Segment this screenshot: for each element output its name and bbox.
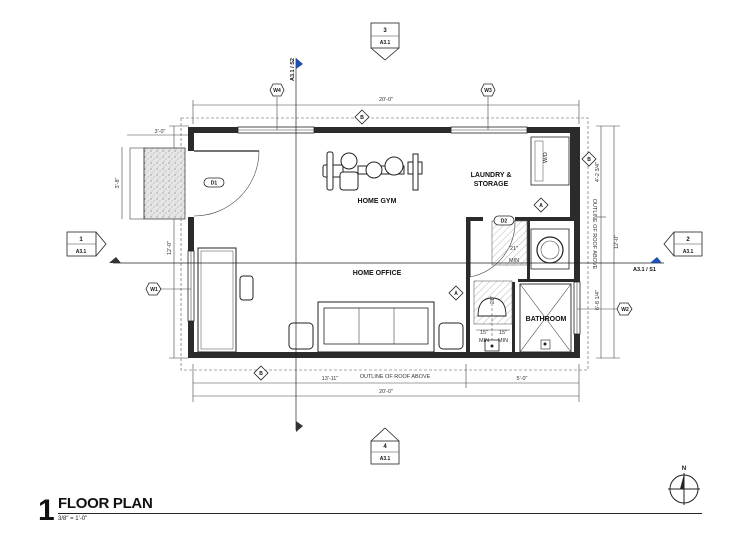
- wall-tag-b-right: B: [581, 151, 597, 167]
- svg-text:D1: D1: [211, 181, 218, 187]
- dim-porch-width: 3'-0": [155, 129, 166, 135]
- dim-bath-d: 15": [499, 330, 507, 336]
- dim-min-2: MIN: [479, 338, 489, 344]
- dim-left-height: 12'-0": [167, 241, 173, 255]
- title-underline: [58, 513, 702, 514]
- shower: [519, 283, 572, 353]
- section-marker-right-sheet: A3.1: [683, 249, 694, 255]
- svg-text:W1: W1: [150, 287, 158, 293]
- svg-text:A: A: [454, 291, 458, 297]
- dim-min-3: MIN: [498, 338, 508, 344]
- north-arrow-label: N: [682, 466, 686, 472]
- svg-text:A: A: [539, 203, 543, 209]
- washer-dryer: W/D: [530, 136, 570, 186]
- note-roof-bottom: OUTLINE OF ROOF ABOVE: [360, 374, 431, 380]
- room-label-laundry-line1: LAUNDRY &: [471, 172, 512, 179]
- vertical-section-callout: A3.1 / S2: [290, 58, 296, 81]
- section-marker-top: 3 A3.1: [370, 22, 400, 61]
- office-sofa: [288, 301, 464, 353]
- section-marker-left-sheet: A3.1: [76, 249, 87, 255]
- door-tag-d2: D2: [493, 215, 515, 226]
- dim-right-upper: 4'-2 3/4": [595, 162, 601, 182]
- svg-text:B: B: [259, 371, 263, 377]
- dim-min-1: MIN: [509, 258, 519, 264]
- door-tag-d1: D1: [203, 177, 225, 188]
- section-marker-bottom-number: 4: [383, 444, 387, 450]
- dim-bottom-right: 5'-0": [517, 376, 528, 382]
- dim-bottom-left: 13'-11": [322, 376, 339, 382]
- window-tag-w2: W2: [577, 302, 633, 316]
- north-arrow: N: [668, 466, 700, 505]
- section-marker-right: 2 A3.1: [663, 231, 703, 257]
- svg-text:B: B: [587, 157, 591, 163]
- wall-tag-a-office: A: [448, 285, 464, 301]
- drawing-number: 1: [38, 494, 55, 527]
- svg-text:W2: W2: [621, 307, 629, 313]
- section-marker-top-number: 3: [383, 28, 387, 34]
- svg-text:B: B: [360, 115, 364, 121]
- window-tag-w3: W3: [480, 83, 496, 130]
- section-marker-bottom: 4 A3.1: [370, 427, 400, 465]
- closet-clearance-hatch: [491, 220, 528, 266]
- dim-right-height: 12'-0": [614, 235, 620, 249]
- note-roof-right: OUTLINE OF ROOF ABOVE: [591, 199, 597, 270]
- svg-text:W4: W4: [273, 88, 281, 94]
- water-heater: [530, 228, 570, 270]
- section-marker-left: 1 A3.1: [66, 231, 107, 257]
- svg-text:W3: W3: [484, 88, 492, 94]
- dim-bath-b: 21": [490, 296, 496, 304]
- dim-porch-depth: 3'-8": [115, 177, 121, 188]
- dim-overall-top: 20'-0": [379, 97, 393, 103]
- drawing-title: FLOOR PLAN: [58, 495, 153, 512]
- gym-equipment: [322, 151, 423, 191]
- room-label-bathroom: BATHROOM: [526, 316, 567, 323]
- section-lines: [109, 58, 664, 432]
- svg-text:D2: D2: [501, 219, 508, 225]
- wall-tag-b-top: B: [354, 109, 370, 125]
- dim-bath-c: 15": [480, 330, 488, 336]
- door-d1-swing: [193, 150, 260, 217]
- section-marker-right-number: 2: [686, 237, 690, 243]
- drawing-title-block: 1 FLOOR PLAN 3/8" = 1'-0": [38, 494, 702, 534]
- section-marker-left-number: 1: [79, 237, 83, 243]
- section-marker-top-sheet: A3.1: [380, 40, 391, 46]
- wall-tag-a-laundry: A: [533, 197, 549, 213]
- room-label-home-gym: HOME GYM: [358, 198, 397, 205]
- window-tag-w4: W4: [269, 83, 285, 130]
- room-label-laundry-line2: STORAGE: [474, 181, 509, 188]
- section-marker-bottom-sheet: A3.1: [380, 456, 391, 462]
- entry-stoop: [143, 147, 186, 220]
- dim-overall-bottom: 20'-0": [379, 389, 393, 395]
- office-desk: [197, 247, 254, 353]
- toilet: [476, 297, 510, 352]
- window-tag-w1: W1: [145, 282, 191, 296]
- room-label-home-office: HOME OFFICE: [353, 270, 402, 277]
- wall-tag-b-bottom: B: [253, 365, 269, 381]
- dim-right-lower: 6'-8 1/4": [595, 290, 601, 310]
- roof-outline: [180, 117, 589, 371]
- drawing-scale: 3/8" = 1'-0": [58, 516, 88, 522]
- interior-walls: [466, 133, 574, 358]
- washer-dryer-label: W/D: [543, 152, 549, 163]
- dim-bath-a: 21": [510, 246, 518, 252]
- horizontal-section-callout: A3.1 / S1: [633, 267, 656, 273]
